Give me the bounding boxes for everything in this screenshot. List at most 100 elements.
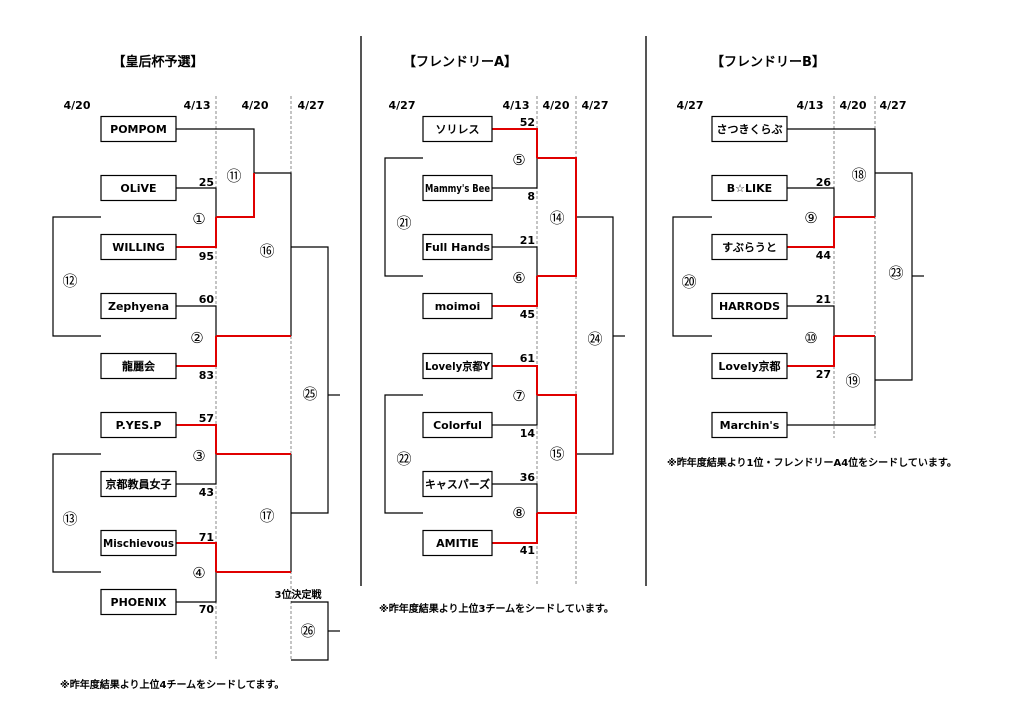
team-box — [422, 233, 493, 261]
team-box — [711, 292, 788, 320]
score: 60 — [199, 293, 215, 306]
team-name: Full Hands — [425, 241, 490, 254]
score: 27 — [816, 368, 831, 381]
winner-line — [216, 173, 255, 218]
match-number: ⑭ — [549, 209, 564, 227]
team-name: 龍麗会 — [122, 359, 156, 373]
bracket-line — [176, 454, 217, 485]
match-number: ⑱ — [851, 166, 866, 184]
date-label: 4/13 — [184, 99, 211, 112]
date-label: 4/13 — [797, 99, 824, 112]
winner-line — [492, 365, 538, 395]
match-number: ㉕ — [302, 385, 317, 403]
match-number: ⑫ — [62, 272, 77, 290]
team-box — [711, 411, 788, 439]
winner-line — [537, 157, 577, 277]
winner-line — [492, 128, 538, 158]
team-name: WILLING — [112, 241, 165, 254]
team-box — [422, 174, 493, 202]
team-box — [100, 292, 177, 320]
date-label: 4/27 — [677, 99, 704, 112]
bracket-line — [787, 128, 876, 217]
winner-line — [492, 513, 538, 544]
bracket-line — [176, 572, 217, 603]
team-box — [422, 529, 493, 557]
match-number: ⑤ — [512, 151, 525, 169]
section-title: 【フレンドリーA】 — [403, 54, 517, 70]
score: 26 — [816, 176, 832, 189]
bracket-line — [254, 172, 292, 336]
team-boxes — [100, 115, 788, 616]
date-label: 4/27 — [298, 99, 325, 112]
bracket-line — [176, 187, 217, 217]
team-box — [711, 233, 788, 261]
match-number: ⑮ — [549, 445, 564, 463]
date-label: 4/27 — [880, 99, 907, 112]
seeding-note: ※昨年度結果より1位・フレンドリーA4位をシードしています。 — [667, 456, 957, 469]
match-number: ㉑ — [396, 214, 411, 232]
bracket-line — [52, 453, 101, 573]
team-box — [711, 174, 788, 202]
team-name: AMITIE — [436, 537, 479, 550]
bracket-line — [384, 157, 423, 277]
bracket-line — [492, 158, 538, 189]
match-number: ⑩ — [804, 329, 817, 347]
team-box — [100, 115, 177, 143]
bracket-line — [384, 394, 423, 514]
team-name: moimoi — [435, 300, 481, 313]
date-label: 4/27 — [389, 99, 416, 112]
team-name: Zephyena — [108, 300, 169, 313]
score: 21 — [520, 234, 535, 247]
team-box — [100, 470, 177, 498]
score: 25 — [199, 176, 214, 189]
team-box — [100, 411, 177, 439]
score: 52 — [520, 116, 535, 129]
seeding-note: ※昨年度結果より上位4チームをシードしてます。 — [60, 678, 284, 691]
bracket-line — [492, 395, 538, 426]
bracket-line — [787, 187, 835, 217]
winner-line — [176, 336, 217, 367]
team-box — [711, 352, 788, 380]
match-number: ⑥ — [512, 269, 525, 287]
team-box — [100, 352, 177, 380]
bracket-line — [787, 305, 835, 336]
third-place-label: 3位決定戦 — [275, 588, 323, 601]
winner-line — [176, 217, 217, 248]
bracket-line — [176, 128, 255, 173]
team-name: B☆LIKE — [727, 182, 772, 195]
match-number: ㉒ — [396, 450, 411, 468]
winner-line — [492, 276, 538, 307]
winner-line — [787, 217, 835, 248]
match-number: ⑲ — [845, 372, 860, 390]
team-name: Colorful — [433, 419, 482, 432]
team-name: PHOENIX — [111, 596, 167, 609]
winner-line — [176, 424, 217, 454]
winner-path-lines — [176, 128, 875, 573]
section-dividers — [360, 36, 647, 586]
team-box — [422, 470, 493, 498]
seeding-note: ※昨年度結果より上位3チームをシードしています。 — [379, 602, 614, 615]
team-box — [100, 174, 177, 202]
match-number: ㉓ — [888, 264, 903, 282]
bracket-lines — [52, 128, 924, 661]
score: 14 — [520, 427, 536, 440]
score: 8 — [527, 190, 535, 203]
bracket-line — [176, 305, 217, 336]
team-name: 京都教員女子 — [106, 477, 172, 491]
match-number: ㉔ — [587, 330, 602, 348]
score: 36 — [520, 471, 536, 484]
section-title: 【フレンドリーB】 — [711, 54, 825, 70]
team-box — [422, 292, 493, 320]
match-number: ④ — [192, 564, 205, 582]
team-box — [100, 588, 177, 616]
date-label: 4/13 — [503, 99, 530, 112]
match-number: ㉖ — [300, 622, 315, 640]
team-box — [711, 115, 788, 143]
team-name: HARRODS — [719, 300, 780, 313]
team-box — [422, 352, 493, 380]
match-number: ③ — [192, 447, 205, 465]
date-label: 4/20 — [64, 99, 91, 112]
match-number: ⑰ — [259, 507, 274, 525]
